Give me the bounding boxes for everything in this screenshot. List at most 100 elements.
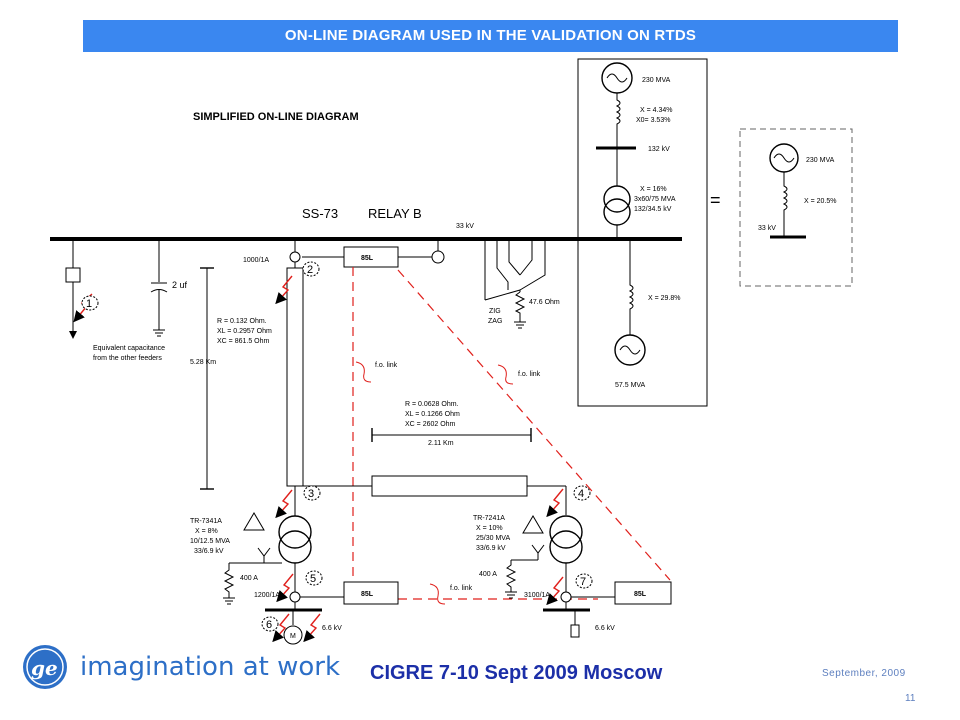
feeder-left-breaker	[65, 267, 81, 283]
footer-date: September, 2009	[822, 668, 906, 679]
fault-number-5: 5	[310, 573, 316, 585]
tr1-winding-1	[278, 515, 312, 549]
source-inductor	[615, 93, 621, 147]
capacitor-plate-bottom	[150, 289, 168, 293]
ge-logo	[23, 645, 67, 689]
grid-source-wave	[606, 73, 628, 83]
tr2-wye-icon	[531, 544, 545, 560]
slide-title: ON-LINE DIAGRAM USED IN THE VALIDATION O…	[284, 27, 697, 44]
cap-label: 2 uf	[172, 280, 188, 290]
line1-impedance	[286, 267, 304, 487]
line2-xl: XL = 0.1266 Ohm	[405, 411, 460, 418]
source-box	[577, 58, 708, 407]
tr1-ct-icon	[289, 591, 301, 603]
fault-circle-4	[573, 485, 591, 501]
fault-number-7: 7	[580, 576, 586, 588]
fo-link-label-1: f.o. link	[375, 362, 398, 369]
equiv-source-wave	[773, 153, 795, 163]
fault-number-6: 6	[266, 619, 272, 631]
tr1-mva: 10/12.5 MVA	[190, 538, 230, 545]
line1-r: R = 0.132 Ohm.	[217, 318, 267, 325]
tr2-name: TR-7241A	[473, 515, 505, 522]
zigzag-label-1: ZIG	[489, 308, 501, 315]
equiv-kv: 33 kV	[758, 225, 776, 232]
tr1-ground-icon	[223, 597, 235, 605]
line2-xc: XC = 2602 Ohm	[405, 421, 456, 428]
fault-circle-2	[302, 261, 320, 277]
relay-85l-left	[343, 581, 399, 605]
line1-xc: XC = 861.5 Ohm	[217, 338, 270, 345]
fault-number-3: 3	[308, 488, 314, 500]
fault-bolt-3	[275, 489, 293, 519]
tr1-kv: 33/6.9 kV	[194, 548, 224, 555]
gen-mva: 57.5 MVA	[615, 382, 646, 389]
fault-number-4: 4	[578, 488, 584, 500]
zigzag-res-label: 47.6 Ohm	[529, 299, 560, 306]
fault-circle-1	[81, 295, 99, 311]
fault-number-1: 1	[86, 298, 92, 310]
line1-length: 5.28 Km	[190, 359, 216, 366]
zigzag-label-2: ZAG	[488, 318, 502, 325]
tr1-ground-resistor	[223, 563, 235, 598]
bus-132kv-label: 132 kV	[648, 146, 670, 153]
page-number: 11	[905, 693, 916, 704]
tr2-mva: 25/30 MVA	[476, 535, 510, 542]
fault-circle-3	[303, 485, 321, 501]
tr2-kv: 33/6.9 kV	[476, 545, 506, 552]
bus-voltage-label: 33 kV	[456, 223, 474, 230]
line2-length: 2.11 Km	[428, 440, 454, 447]
ct-top-label: 1000/1A	[243, 257, 269, 264]
fo-link-squiggle-1	[355, 361, 372, 383]
fault-bolt-2	[275, 275, 293, 305]
fault-bolt-4	[546, 488, 564, 518]
equiv-inductor	[782, 172, 788, 236]
motor-label: M	[290, 633, 296, 640]
tr1-x: X = 8%	[195, 528, 218, 535]
ct-top-icon	[289, 251, 301, 263]
cap-ground-icon	[153, 329, 165, 337]
equals-sign: =	[710, 190, 721, 210]
source-x0: X0= 3.53%	[636, 117, 670, 124]
tx-main-kv: 132/34.5 kV	[634, 206, 672, 213]
load-icon	[570, 624, 580, 638]
tr1-triangle-icon	[243, 512, 265, 531]
fo-link-label-3: f.o. link	[450, 585, 473, 592]
gen-x: X = 29.8%	[648, 295, 681, 302]
line2-r: R = 0.0628 Ohm.	[405, 401, 459, 408]
tr1-ground-rating: 400 A	[240, 575, 258, 582]
line1-xl: XL = 0.2957 Ohm	[217, 328, 272, 335]
zigzag-ground-icon	[514, 321, 526, 329]
fault-bolt-5	[276, 573, 294, 603]
equiv-cap-line2: from the other feeders	[93, 355, 162, 362]
fo-link-diagonal	[397, 269, 671, 581]
tr2-ground-icon	[505, 591, 517, 599]
fault-bolt-6	[272, 613, 290, 643]
ct-bus-icon	[431, 250, 445, 264]
relay-85l-left-label: 85L	[361, 591, 374, 598]
fault-circle-7	[575, 573, 593, 589]
fault-circle-5	[305, 570, 323, 586]
relay-85l-right	[614, 581, 672, 605]
zigzag-resistor	[514, 291, 526, 322]
lv-voltage-left: 6.6 kV	[322, 625, 342, 632]
source-mva: 230 MVA	[642, 77, 671, 84]
relay-85l-top-label: 85L	[361, 255, 374, 262]
motor-icon	[283, 625, 303, 645]
tx-main-x: X = 16%	[640, 186, 667, 193]
fault-circle-6	[261, 616, 279, 632]
tr1-name: TR-7341A	[190, 518, 222, 525]
gen-inductor	[628, 239, 634, 335]
relay-label: RELAY B	[368, 206, 422, 221]
title-bar: ON-LINE DIAGRAM USED IN THE VALIDATION O…	[83, 20, 898, 52]
fo-link-squiggle-2	[497, 364, 514, 385]
fault-number-2: 2	[307, 264, 313, 276]
tr1-ct-label: 1200/1A	[254, 592, 280, 599]
station-label: SS-73	[302, 206, 338, 221]
fault-bolt-6b	[303, 613, 321, 643]
tr2-ct-label: 3100/1A	[524, 592, 550, 599]
lv-voltage-right: 6.6 kV	[595, 625, 615, 632]
tr2-ground-resistor	[505, 560, 517, 592]
fault-bolt-7	[546, 576, 564, 606]
equiv-x: X = 20.5%	[804, 198, 837, 205]
